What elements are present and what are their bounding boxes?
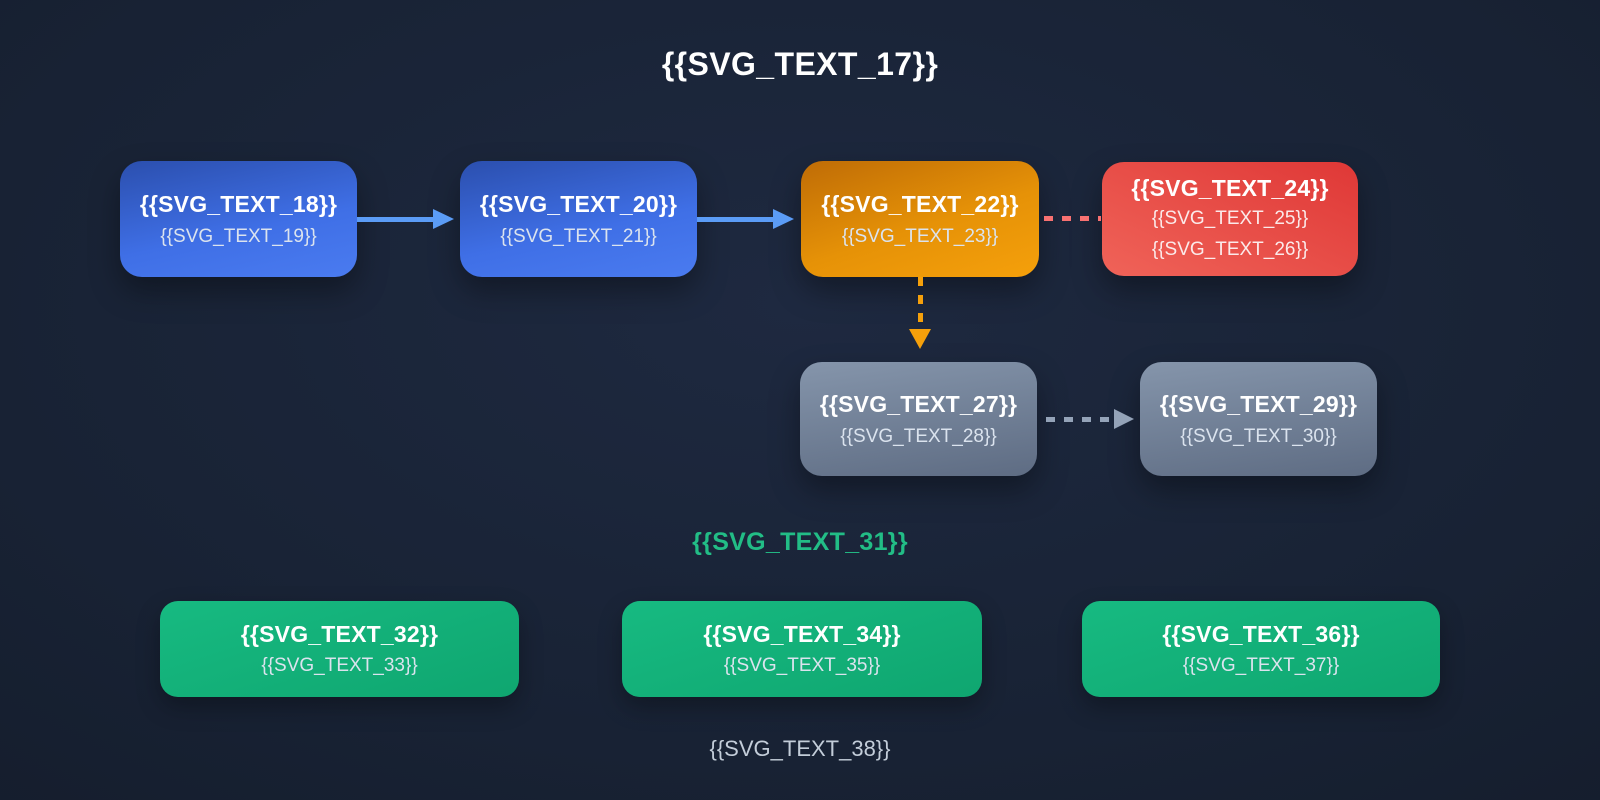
node-subtitle: {{SVG_TEXT_21}} — [500, 225, 657, 247]
card-subtitle: {{SVG_TEXT_37}} — [1182, 655, 1340, 676]
secondary-card-2: {{SVG_TEXT_34}} {{SVG_TEXT_35}} — [622, 601, 982, 697]
flow-node-step-1: {{SVG_TEXT_18}} {{SVG_TEXT_19}} — [120, 161, 357, 277]
node-subtitle: {{SVG_TEXT_19}} — [160, 225, 317, 247]
card-subtitle: {{SVG_TEXT_33}} — [261, 655, 418, 676]
section-heading: {{SVG_TEXT_31}} — [692, 528, 908, 556]
node-subtitle: {{SVG_TEXT_30}} — [1180, 425, 1337, 447]
arrow-head-icon — [773, 209, 794, 229]
secondary-card-1: {{SVG_TEXT_32}} {{SVG_TEXT_33}} — [160, 601, 519, 697]
card-title: {{SVG_TEXT_34}} — [703, 621, 901, 647]
dashed-arrow-step3-fallback1 — [918, 277, 923, 327]
node-title: {{SVG_TEXT_20}} — [479, 190, 678, 217]
node-subtitle: {{SVG_TEXT_23}} — [841, 225, 999, 247]
card-title: {{SVG_TEXT_36}} — [1162, 621, 1360, 647]
flow-node-step-3: {{SVG_TEXT_22}} {{SVG_TEXT_23}} — [801, 161, 1039, 277]
diagram-title: {{SVG_TEXT_17}} — [661, 46, 939, 82]
flow-node-error: {{SVG_TEXT_24}} {{SVG_TEXT_25}} {{SVG_TE… — [1102, 162, 1358, 276]
node-title: {{SVG_TEXT_27}} — [819, 390, 1018, 417]
arrow-head-down-icon — [909, 329, 931, 349]
arrow-head-icon — [1114, 409, 1134, 429]
flow-node-step-2: {{SVG_TEXT_20}} {{SVG_TEXT_21}} — [460, 161, 697, 277]
node-detail-line: {{SVG_TEXT_25}} — [1151, 207, 1309, 229]
node-title: {{SVG_TEXT_24}} — [1131, 174, 1329, 201]
node-subtitle: {{SVG_TEXT_28}} — [840, 425, 997, 447]
node-title: {{SVG_TEXT_18}} — [139, 190, 338, 217]
dashed-connector-step3-error — [1044, 216, 1101, 221]
arrow-line-step1-step2 — [357, 217, 434, 222]
flow-node-fallback-2: {{SVG_TEXT_29}} {{SVG_TEXT_30}} — [1140, 362, 1377, 476]
node-detail-line: {{SVG_TEXT_26}} — [1151, 238, 1309, 260]
footer-note: {{SVG_TEXT_38}} — [709, 736, 891, 761]
card-subtitle: {{SVG_TEXT_35}} — [723, 655, 881, 676]
dashed-arrow-fallback1-fallback2 — [1046, 417, 1116, 422]
arrow-line-step2-step3 — [697, 217, 774, 222]
flow-node-fallback-1: {{SVG_TEXT_27}} {{SVG_TEXT_28}} — [800, 362, 1037, 476]
card-title: {{SVG_TEXT_32}} — [240, 621, 439, 647]
arrow-head-icon — [433, 209, 454, 229]
node-title: {{SVG_TEXT_22}} — [821, 190, 1019, 217]
secondary-card-3: {{SVG_TEXT_36}} {{SVG_TEXT_37}} — [1082, 601, 1440, 697]
node-title: {{SVG_TEXT_29}} — [1159, 390, 1358, 417]
